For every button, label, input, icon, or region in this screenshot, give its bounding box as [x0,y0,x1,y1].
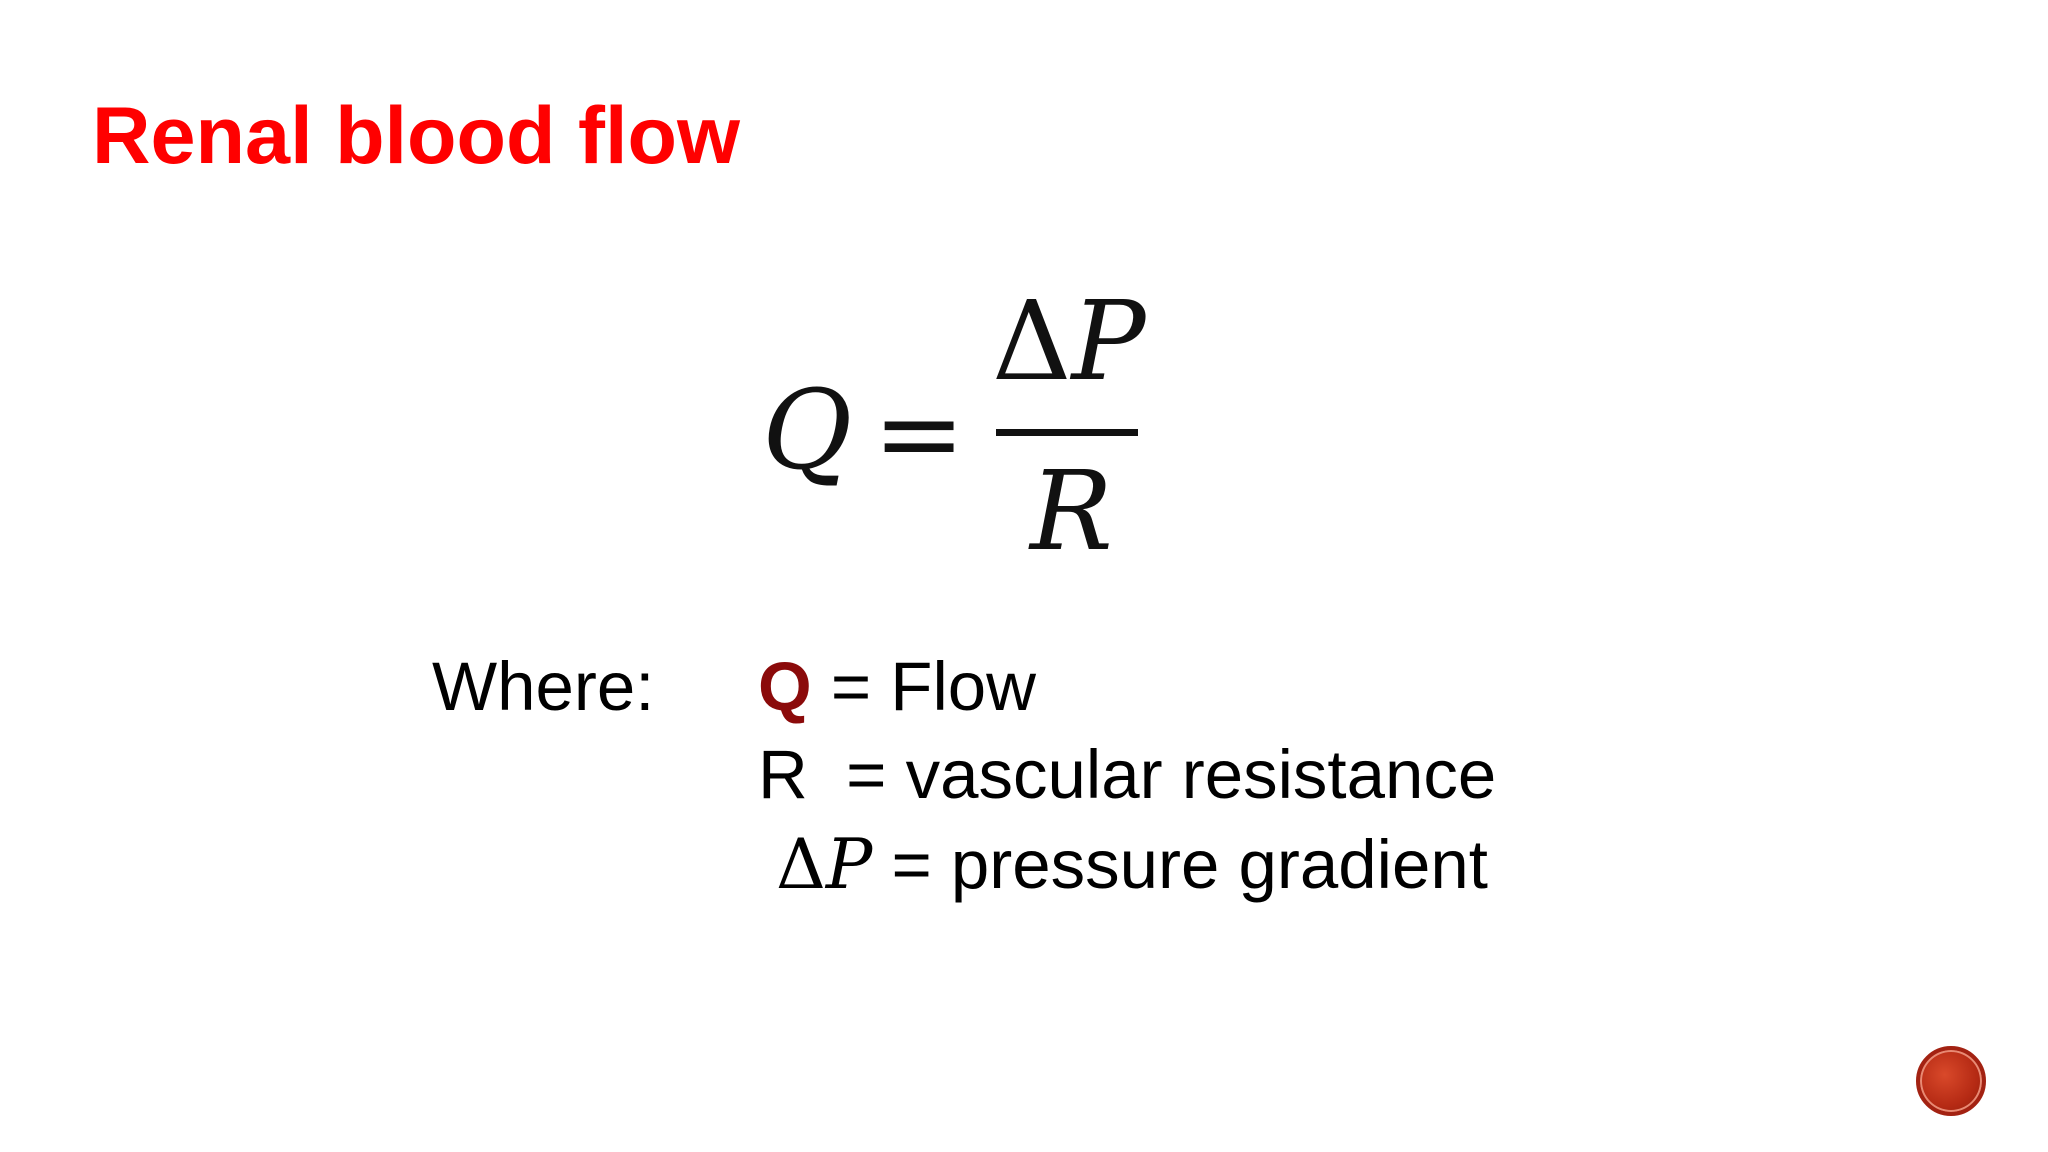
definition-pressure-delta: Δ [776,825,826,905]
circle-nav-button[interactable] [1916,1046,1986,1116]
formula-numerator-var: P [1071,277,1146,405]
definition-pressure-symbol: ΔP [776,825,872,905]
formula-denominator: R [1030,447,1113,575]
definition-flow-symbol: Q [758,648,812,725]
definition-pressure-text: = pressure gradient [872,826,1488,903]
definition-flow-text: = Flow [811,648,1036,725]
slide-title: Renal blood flow [92,91,740,181]
definition-pressure-gradient: ΔP = pressure gradient [776,830,1488,900]
formula-lhs: Q [762,366,853,494]
formula-equals: = [873,369,966,497]
definition-pressure-var: P [825,825,873,905]
definition-flow: Q = Flow [758,652,1036,721]
definitions-intro: Where: [432,648,655,725]
definition-resistance: R = vascular resistance [758,740,1496,809]
definition-resistance-text: = vascular resistance [807,736,1497,813]
fraction-bar [996,429,1138,436]
formula-numerator-delta: Δ [992,277,1072,405]
formula-numerator: ΔP [992,286,1145,396]
definition-resistance-symbol: R [758,736,808,813]
